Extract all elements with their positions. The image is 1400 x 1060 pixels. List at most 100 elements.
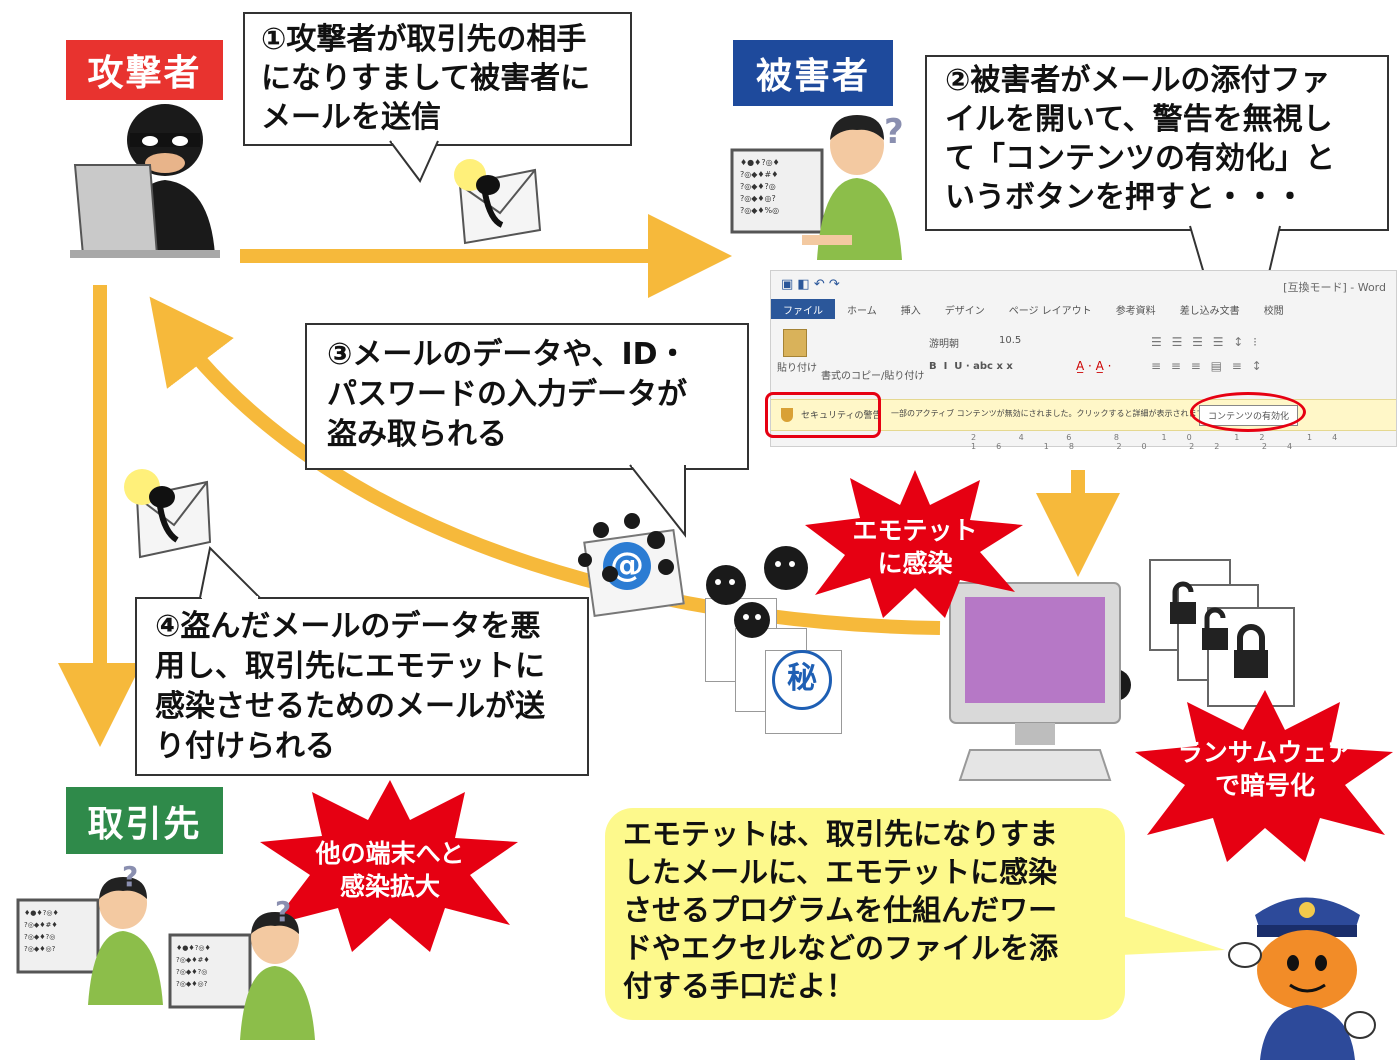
step4-callout: ④盗んだメールのデータを悪 用し、取引先にエモテットに 感染させるためのメールが… xyxy=(135,597,589,776)
summary-line1: エモテットは、取引先になりすま xyxy=(623,817,1059,851)
step3-line2: パスワードの入力データが xyxy=(327,377,687,412)
format-copy-label[interactable]: 書式のコピー/貼り付け xyxy=(821,371,925,382)
infected-pc xyxy=(949,582,1121,781)
step1-line3: メールを送信 xyxy=(261,100,441,135)
burst-infected-shape xyxy=(805,470,1023,618)
partner-label: 取引先 xyxy=(66,787,223,854)
police-mascot xyxy=(1228,897,1376,1060)
word-tab-home[interactable]: ホーム xyxy=(847,306,877,317)
secret-stamp-icon: 秘 xyxy=(772,650,832,710)
malicious-email-icon-2 xyxy=(124,469,212,559)
burst-spread-line1: 他の端末へと xyxy=(315,839,465,868)
virus-icon xyxy=(658,559,674,575)
step4-line3: 感染させるためのメールが送 xyxy=(155,689,545,724)
step1-callout-tail xyxy=(389,139,439,183)
svg-text:?◎◆♦◎?: ?◎◆♦◎? xyxy=(176,980,208,988)
step4-line1: ④盗んだメールのデータを悪 xyxy=(155,609,541,644)
svg-text:?◎◆♦?◎: ?◎◆♦?◎ xyxy=(740,182,776,191)
step4-callout-tail xyxy=(199,545,261,600)
paste-label[interactable]: 貼り付け xyxy=(777,363,817,374)
step1-line1: ①攻撃者が取引先の相手 xyxy=(261,22,587,57)
burst-spread-shape xyxy=(260,780,518,952)
step4-line2: 用し、取引先にエモテットに xyxy=(155,649,545,684)
locked-files xyxy=(1149,559,1295,707)
burst-spread-line2: 感染拡大 xyxy=(339,871,440,901)
svg-text:?◎◆♦#♦: ?◎◆♦#♦ xyxy=(740,170,778,179)
word-tab-design[interactable]: デザイン xyxy=(944,306,985,317)
lock-icon xyxy=(1170,602,1196,624)
question-icon: ? xyxy=(884,112,904,152)
step3-callout: ③メールのデータや、ID・ パスワードの入力データが 盗み取られる xyxy=(305,323,749,470)
virus-icon xyxy=(647,531,665,549)
word-quick-access: ▣ ◧ ↶ ↷ xyxy=(781,277,840,292)
summary-box-tail xyxy=(1120,915,1225,955)
summary-line2: したメールに、エモテットに感染 xyxy=(623,855,1058,889)
burst-ransomware-line1: ランサムウェア xyxy=(1177,738,1353,767)
summary-line4: ドやエクセルなどのファイルを添 xyxy=(623,931,1059,965)
word-window: [互換モード] - Word ▣ ◧ ↶ ↷ ファイル ホーム 挿入 デザイン … xyxy=(770,270,1397,451)
lock-icon xyxy=(1202,628,1228,650)
partner-question-icon-2: ? xyxy=(275,895,292,928)
virus-icon xyxy=(578,553,592,567)
burst-ransomware-line2: で暗号化 xyxy=(1214,770,1315,800)
word-tab-insert[interactable]: 挿入 xyxy=(900,306,921,317)
security-warning-message: 一部のアクティブ コンテンツが無効にされました。クリックすると詳細が表示されます… xyxy=(891,409,1212,418)
step1-line2: になりすまして被害者に xyxy=(261,61,591,96)
font-size-select[interactable]: 10.5 xyxy=(999,335,1022,346)
lock-icon xyxy=(1234,650,1268,678)
virus-icon xyxy=(602,566,618,582)
align-buttons[interactable]: ≡ ≡ ≡ ▤ ≡ ↕ xyxy=(1151,359,1265,373)
partner-figure-2: ♦●♦?◎♦?◎◆♦#♦ ?◎◆♦?◎?◎◆♦◎? xyxy=(168,912,315,1040)
partner-figure-1: ♦●♦?◎♦?◎◆♦#♦ ?◎◆♦?◎?◎◆♦◎? xyxy=(16,877,163,1005)
svg-text:♦●♦?◎♦: ♦●♦?◎♦ xyxy=(740,158,780,167)
security-warning-highlight xyxy=(765,392,881,438)
format-buttons[interactable]: B I U · abc x x xyxy=(929,361,1013,372)
virus-icon xyxy=(624,513,640,529)
enable-content-highlight xyxy=(1190,392,1306,432)
security-warning-label: セキュリティの警告 xyxy=(801,411,882,421)
svg-text:♦●♦?◎♦: ♦●♦?◎♦ xyxy=(24,909,59,917)
virus-icon xyxy=(764,546,808,590)
summary-line5: 付する手口だよ！ xyxy=(623,969,856,1003)
virus-icon xyxy=(706,565,746,605)
step2-line3: て「コンテンツの有効化」と xyxy=(945,141,1335,176)
word-ribbon-tabs: ファイル ホーム 挿入 デザイン ページ レイアウト 参考資料 差し込み文書 校… xyxy=(771,299,1396,319)
step2-line4: いうボタンを押すと・・・ xyxy=(945,180,1305,215)
svg-text:?◎◆♦◎?: ?◎◆♦◎? xyxy=(740,194,776,203)
victim-figure: ♦●♦?◎♦ ?◎◆♦#♦ ?◎◆♦?◎ ?◎◆♦◎? ?◎◆♦%◎ xyxy=(730,115,902,260)
partner-question-icon-1: ? xyxy=(122,860,139,893)
svg-text:♦●♦?◎♦: ♦●♦?◎♦ xyxy=(176,944,211,952)
svg-text:?◎◆♦#♦: ?◎◆♦#♦ xyxy=(176,956,210,964)
step2-line2: イルを開いて、警告を無視し xyxy=(945,102,1333,137)
burst-infected-line1: エモテット xyxy=(852,516,978,545)
summary-line3: させるプログラムを仕組んだワー xyxy=(623,893,1058,927)
virus-icon xyxy=(593,522,609,538)
word-tab-mailings[interactable]: 差し込み文書 xyxy=(1179,306,1240,317)
svg-text:?◎◆♦#♦: ?◎◆♦#♦ xyxy=(24,921,58,929)
word-tab-review[interactable]: 校閲 xyxy=(1263,306,1284,317)
victim-label: 被害者 xyxy=(733,40,893,106)
step2-callout: ②被害者がメールの添付ファ イルを開いて、警告を無視し て「コンテンツの有効化」… xyxy=(925,55,1389,231)
word-tab-file[interactable]: ファイル xyxy=(771,299,835,319)
word-tab-references[interactable]: 参考資料 xyxy=(1115,306,1156,317)
word-tab-layout[interactable]: ページ レイアウト xyxy=(1008,306,1092,317)
word-title: [互換モード] - Word xyxy=(1283,281,1386,294)
svg-text:?◎◆♦%◎: ?◎◆♦%◎ xyxy=(740,206,779,215)
summary-box: エモテットは、取引先になりすま したメールに、エモテットに感染 させるプログラム… xyxy=(605,808,1125,1020)
email-at-icon: @ xyxy=(603,542,651,590)
step2-line1: ②被害者がメールの添付ファ xyxy=(945,63,1331,98)
attacker-label: 攻撃者 xyxy=(66,40,223,100)
svg-text:?◎◆♦◎?: ?◎◆♦◎? xyxy=(24,945,56,953)
burst-infected-line2: に感染 xyxy=(877,548,953,578)
paste-icon[interactable] xyxy=(783,329,807,357)
step1-callout: ①攻撃者が取引先の相手 になりすまして被害者に メールを送信 xyxy=(243,12,632,146)
paragraph-buttons[interactable]: ☰ ☰ ☰ ☰ ↕ ⁝ xyxy=(1151,335,1260,349)
burst-spread-text: 他の端末へと 感染拡大 xyxy=(290,838,490,903)
step3-line1: ③メールのデータや、ID・ xyxy=(327,337,688,372)
shield-icon xyxy=(781,408,793,422)
font-name-select[interactable]: 游明朝 xyxy=(929,339,959,350)
font-color-buttons[interactable]: A̲ · A̲ · xyxy=(1076,359,1112,373)
attacker-figure xyxy=(70,104,220,258)
